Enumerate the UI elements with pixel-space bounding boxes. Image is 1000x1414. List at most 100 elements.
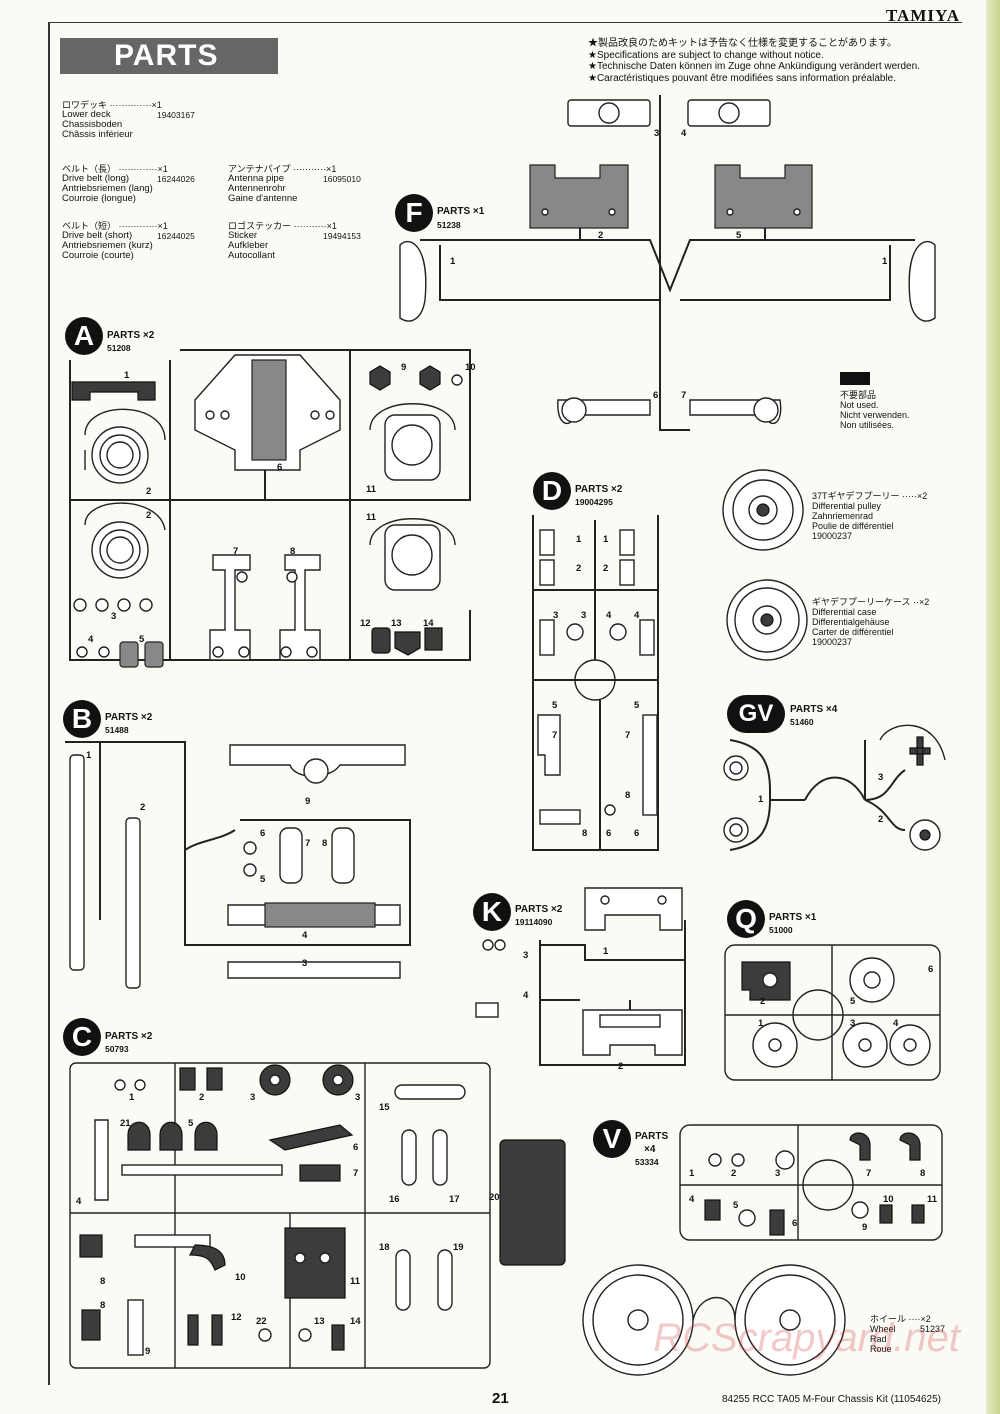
part-number: 3 (111, 611, 117, 622)
not-used-de: Nicht verwenden. (840, 410, 910, 420)
tree-d-badge: D (533, 472, 571, 510)
pulley-en: Differential pulley (812, 501, 881, 511)
part-number: 2 (199, 1092, 205, 1103)
part-number: 9 (401, 362, 407, 373)
part-number: 18 (379, 1242, 390, 1253)
part-number: 2 (760, 996, 766, 1007)
v-tree-drawing (582, 1124, 943, 1376)
pulley-note: 37Tギヤデフプーリー ·····×2 Differential pulley … (812, 491, 957, 541)
item-en: Drive belt (long) (62, 173, 130, 184)
part-number: 7 (353, 1168, 359, 1179)
part-number: 2 (140, 802, 146, 813)
diff-case-code: 19000237 (812, 637, 853, 647)
part-number: 6 (792, 1218, 798, 1229)
wheel-code: 51237 (920, 1324, 946, 1334)
item-fr: Courroie (courte) (62, 250, 134, 261)
part-number: 5 (139, 634, 145, 645)
part-number: 11 (927, 1194, 938, 1205)
part-number: 13 (314, 1316, 325, 1327)
part-number: 6 (260, 828, 266, 839)
part-number: 3 (250, 1092, 256, 1103)
wheel-jp: ホイール ····×2 (870, 1314, 931, 1324)
part-number: 4 (606, 610, 612, 621)
tree-c-title: PARTS ×2 (105, 1031, 153, 1042)
part-number: 1 (758, 1018, 764, 1029)
tree-q-code: 51000 (769, 925, 793, 935)
tree-b-code: 51488 (105, 725, 129, 735)
item-belt-short: ベルト（短） ·············×1 Drive belt (short… (62, 221, 212, 261)
item-belt-long: ベルト（長） ·············×1 Drive belt (long)… (62, 164, 212, 204)
spec-notes: ★製品改良のためキットは予告なく仕様を変更することがあります。 ★Specifi… (588, 38, 920, 84)
q-tree-drawing (724, 944, 941, 1081)
wheel-note: ホイール ····×2 Wheel Rad Roue 51237 (870, 1314, 960, 1354)
part-number: 5 (260, 874, 266, 885)
d-tree-drawing (532, 515, 659, 851)
part-number: 3 (355, 1092, 361, 1103)
tree-d-title: PARTS ×2 (575, 484, 623, 495)
part-number: 2 (598, 230, 604, 241)
tree-f-badge: F (395, 194, 433, 232)
part-number: 1 (450, 256, 456, 267)
part-number: 3 (523, 950, 529, 961)
part-number: 1 (603, 534, 609, 545)
pulley-fr: Poulie de différentiel (812, 521, 894, 531)
tree-v-title: PARTS (635, 1131, 669, 1142)
part-number: 3 (302, 958, 308, 969)
part-number: 5 (634, 700, 640, 711)
not-used-swatch (840, 372, 870, 385)
tree-a-code: 51208 (107, 343, 131, 353)
tree-q-badge: Q (727, 900, 765, 938)
part-number: 7 (625, 730, 631, 741)
tree-b-title: PARTS ×2 (105, 712, 153, 723)
part-number: 4 (302, 930, 308, 941)
item-en: Drive belt (short) (62, 230, 133, 241)
item-fr: Châssis inférieur (62, 129, 133, 140)
part-number: 11 (350, 1276, 361, 1287)
part-number: 3 (654, 128, 660, 139)
diff-case-en: Differential case (812, 607, 877, 617)
item-de: Antennenrohr (228, 183, 286, 194)
part-number: 4 (76, 1196, 82, 1207)
part-number: 14 (350, 1316, 361, 1327)
part-number: 2 (878, 814, 884, 825)
item-code: 19494153 (323, 231, 361, 241)
part-number: 5 (736, 230, 742, 241)
part-number: 10 (465, 362, 476, 373)
not-used-jp: 不要部品 (840, 390, 877, 400)
wheel-en: Wheel (870, 1324, 896, 1334)
diff-case-note: ギヤデフプーリーケース ··×2 Differential case Diffe… (812, 597, 957, 647)
item-de: Chassisboden (62, 119, 123, 130)
b-tree-drawing (65, 741, 411, 989)
page-edge (986, 0, 1000, 1414)
part-number: 3 (878, 772, 884, 783)
part-number: 8 (920, 1168, 926, 1179)
gv-tree-drawing (723, 724, 946, 851)
part-number: 1 (129, 1092, 135, 1103)
tree-d-code: 19004295 (575, 497, 613, 507)
part-number: 2 (618, 1061, 624, 1072)
note-en: ★Specifications are subject to change wi… (588, 49, 824, 61)
part-number: 7 (681, 390, 687, 401)
part-number: 1 (576, 534, 582, 545)
part-number: 1 (124, 370, 130, 381)
part-number: 9 (862, 1222, 868, 1233)
item-jp: アンテナパイプ ···········×1 (228, 164, 337, 174)
part-number: 9 (305, 796, 311, 807)
part-number: 1 (882, 256, 888, 267)
part-number: 5 (552, 700, 558, 711)
part-number: 6 (277, 462, 283, 473)
part-number: 7 (552, 730, 558, 741)
c-tree-drawing (69, 1062, 566, 1369)
part-number: 2 (731, 1168, 737, 1179)
part-number: 7 (233, 546, 239, 557)
item-fr: Gaine d'antenne (228, 193, 298, 204)
pulley-de: Zahnriemenrad (812, 511, 874, 521)
part-number: 1 (86, 750, 92, 761)
part-number: 4 (689, 1194, 695, 1205)
part-number: 5 (188, 1118, 194, 1129)
item-jp: ロワデッキ ··············×1 (62, 100, 162, 110)
part-number: 5 (850, 996, 856, 1007)
part-number: 12 (360, 618, 371, 629)
part-number: 1 (689, 1168, 695, 1179)
